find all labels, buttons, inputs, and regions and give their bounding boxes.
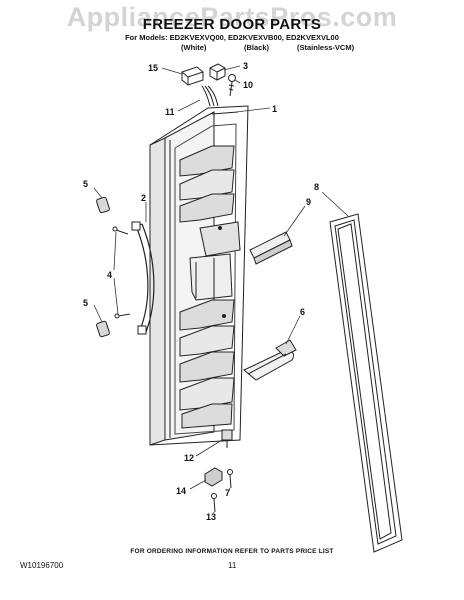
page-number: 11: [228, 561, 237, 570]
callout-13: 13: [206, 512, 216, 522]
callout-15: 15: [148, 63, 158, 73]
finish-stainless: (Stainless-VCM): [297, 43, 355, 52]
callout-5-lower: 5: [83, 298, 88, 308]
handle-screw-upper: [112, 226, 129, 235]
leader-lines: [93, 65, 349, 513]
door-stop: [204, 467, 223, 487]
door-gasket: [329, 213, 403, 553]
hinge-screw: [228, 74, 236, 97]
door-stop-screw: [227, 469, 233, 489]
callout-7: 7: [225, 488, 230, 498]
handle-screw-lower: [114, 313, 131, 319]
callout-12: 12: [184, 453, 194, 463]
watermark: AppliancePartsPros.com: [66, 2, 398, 32]
ordering-note: FOR ORDERING INFORMATION REFER TO PARTS …: [130, 548, 334, 555]
handle-plug-upper: [96, 196, 110, 214]
callout-8: 8: [314, 182, 319, 192]
callout-10: 10: [243, 80, 253, 90]
callout-4: 4: [107, 270, 112, 280]
door-handle: [131, 221, 155, 335]
callout-6: 6: [300, 307, 305, 317]
document-code: W10196700: [20, 561, 64, 570]
handle-plug-lower: [96, 320, 110, 338]
door-panel: [149, 105, 249, 446]
callout-1: 1: [272, 104, 277, 114]
model-list: For Models: ED2KVEXVQ00, ED2KVEXVB00, ED…: [125, 33, 339, 42]
callout-3: 3: [243, 61, 248, 71]
page-title: FREEZER DOOR PARTS: [142, 16, 322, 33]
callout-2: 2: [141, 193, 146, 203]
hinge-bushing: [209, 63, 226, 81]
callout-11: 11: [165, 107, 175, 117]
door-shelf-guard: [249, 231, 293, 265]
door-bin-rail: [243, 339, 297, 381]
callout-5-upper: 5: [83, 179, 88, 189]
bottom-screw: [211, 493, 217, 513]
finish-white: (White): [181, 43, 207, 52]
finish-black: (Black): [244, 43, 270, 52]
wire-connector: [181, 66, 219, 107]
callout-14: 14: [176, 486, 186, 496]
bottom-hinge-pin: [221, 429, 233, 448]
callout-9: 9: [306, 197, 311, 207]
